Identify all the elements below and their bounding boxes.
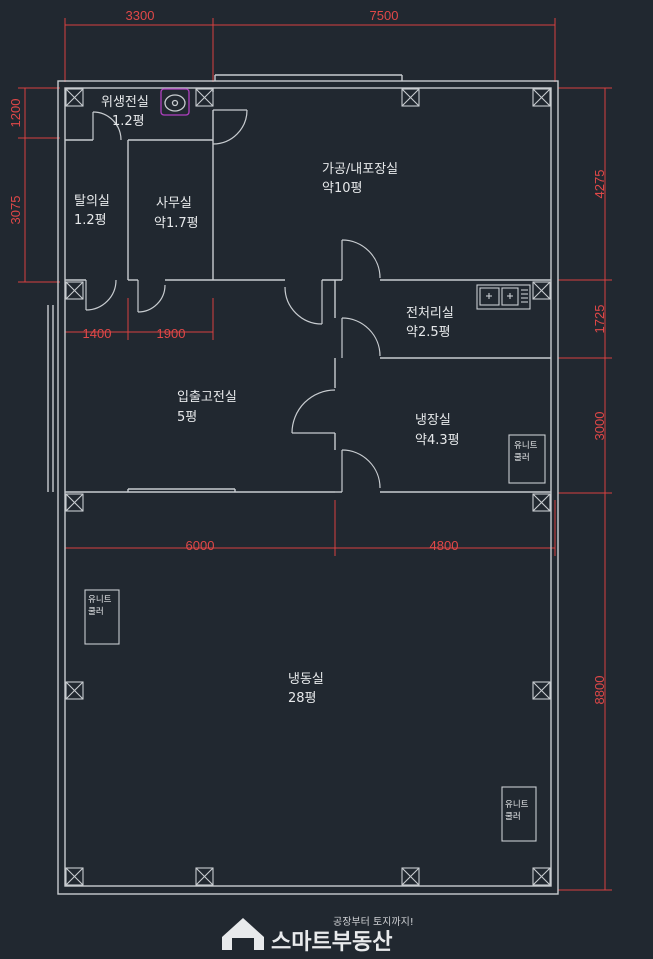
dim-mid-left: 6000 <box>186 538 215 553</box>
room-cold-name: 냉장실 <box>415 413 451 428</box>
room-changing-name: 탈의실 <box>74 194 110 209</box>
dim-top-left: 3300 <box>126 8 155 23</box>
dim-mid-right: 4800 <box>430 538 459 553</box>
hand-sink-icon <box>160 88 190 116</box>
room-office-name: 사무실 <box>156 196 192 211</box>
unit-cooler-freezer-left: 유니트 쿨러 <box>84 589 120 645</box>
dim-top-right: 7500 <box>370 8 399 23</box>
room-freezer-name: 냉동실 <box>288 672 324 687</box>
room-preprocess-area: 약2.5평 <box>406 325 451 340</box>
room-cold-area: 약4.3평 <box>415 433 460 448</box>
unit-cooler-freezer-left-line2: 쿨러 <box>88 607 104 617</box>
column <box>195 88 214 107</box>
unit-cooler-cold-line1: 유니트 <box>514 440 538 451</box>
room-office-area: 약1.7평 <box>154 216 199 231</box>
room-sanitation-name: 위생전실 <box>101 95 149 110</box>
columns <box>65 88 551 886</box>
room-freezer-area: 28평 <box>288 691 317 706</box>
room-sanitation-area: 1.2평 <box>112 114 145 129</box>
dim-right-2: 1725 <box>592 305 607 334</box>
unit-cooler-freezer-right-line1: 유니트 <box>505 799 529 810</box>
dim-right-1: 4275 <box>592 170 607 199</box>
unit-cooler-freezer-left-line1: 유니트 <box>88 594 112 605</box>
column <box>401 88 420 107</box>
column <box>65 867 84 886</box>
logo-tagline: 공장부터 토지까지! <box>333 916 414 928</box>
double-sink-icon <box>476 284 531 310</box>
dim-inner-right: 1900 <box>157 326 186 341</box>
column <box>532 88 551 107</box>
dim-inner-left: 1400 <box>83 326 112 341</box>
room-packaging-area: 약10평 <box>322 181 362 196</box>
column <box>65 281 84 300</box>
dim-left-lower: 3075 <box>8 196 23 225</box>
dim-right-4: 8800 <box>592 676 607 705</box>
unit-cooler-freezer-right: 유니트 쿨러 <box>501 786 537 842</box>
room-anteroom-area: 5평 <box>177 410 197 425</box>
column <box>401 867 420 886</box>
column <box>65 681 84 700</box>
column <box>532 681 551 700</box>
unit-cooler-cold: 유니트 쿨러 <box>508 434 546 484</box>
house-icon <box>222 918 264 950</box>
column <box>532 867 551 886</box>
column <box>195 867 214 886</box>
unit-cooler-freezer-right-line2: 쿨러 <box>505 812 521 822</box>
room-packaging-name: 가공/내포장실 <box>322 162 398 177</box>
dim-left-upper: 1200 <box>8 99 23 128</box>
walls <box>47 74 559 895</box>
column <box>532 281 551 300</box>
room-preprocess-name: 전처리실 <box>406 306 454 321</box>
room-anteroom-name: 입출고전실 <box>177 390 237 405</box>
column <box>532 493 551 512</box>
smart-realty-logo: 공장부터 토지까지! 스마트부동산 <box>222 916 414 955</box>
dim-right-3: 3000 <box>592 412 607 441</box>
column <box>65 493 84 512</box>
doors <box>85 109 381 492</box>
logo-name: 스마트부동산 <box>271 930 392 955</box>
column <box>65 88 84 107</box>
room-changing-area: 1.2평 <box>74 213 107 228</box>
unit-cooler-cold-line2: 쿨러 <box>514 453 530 463</box>
